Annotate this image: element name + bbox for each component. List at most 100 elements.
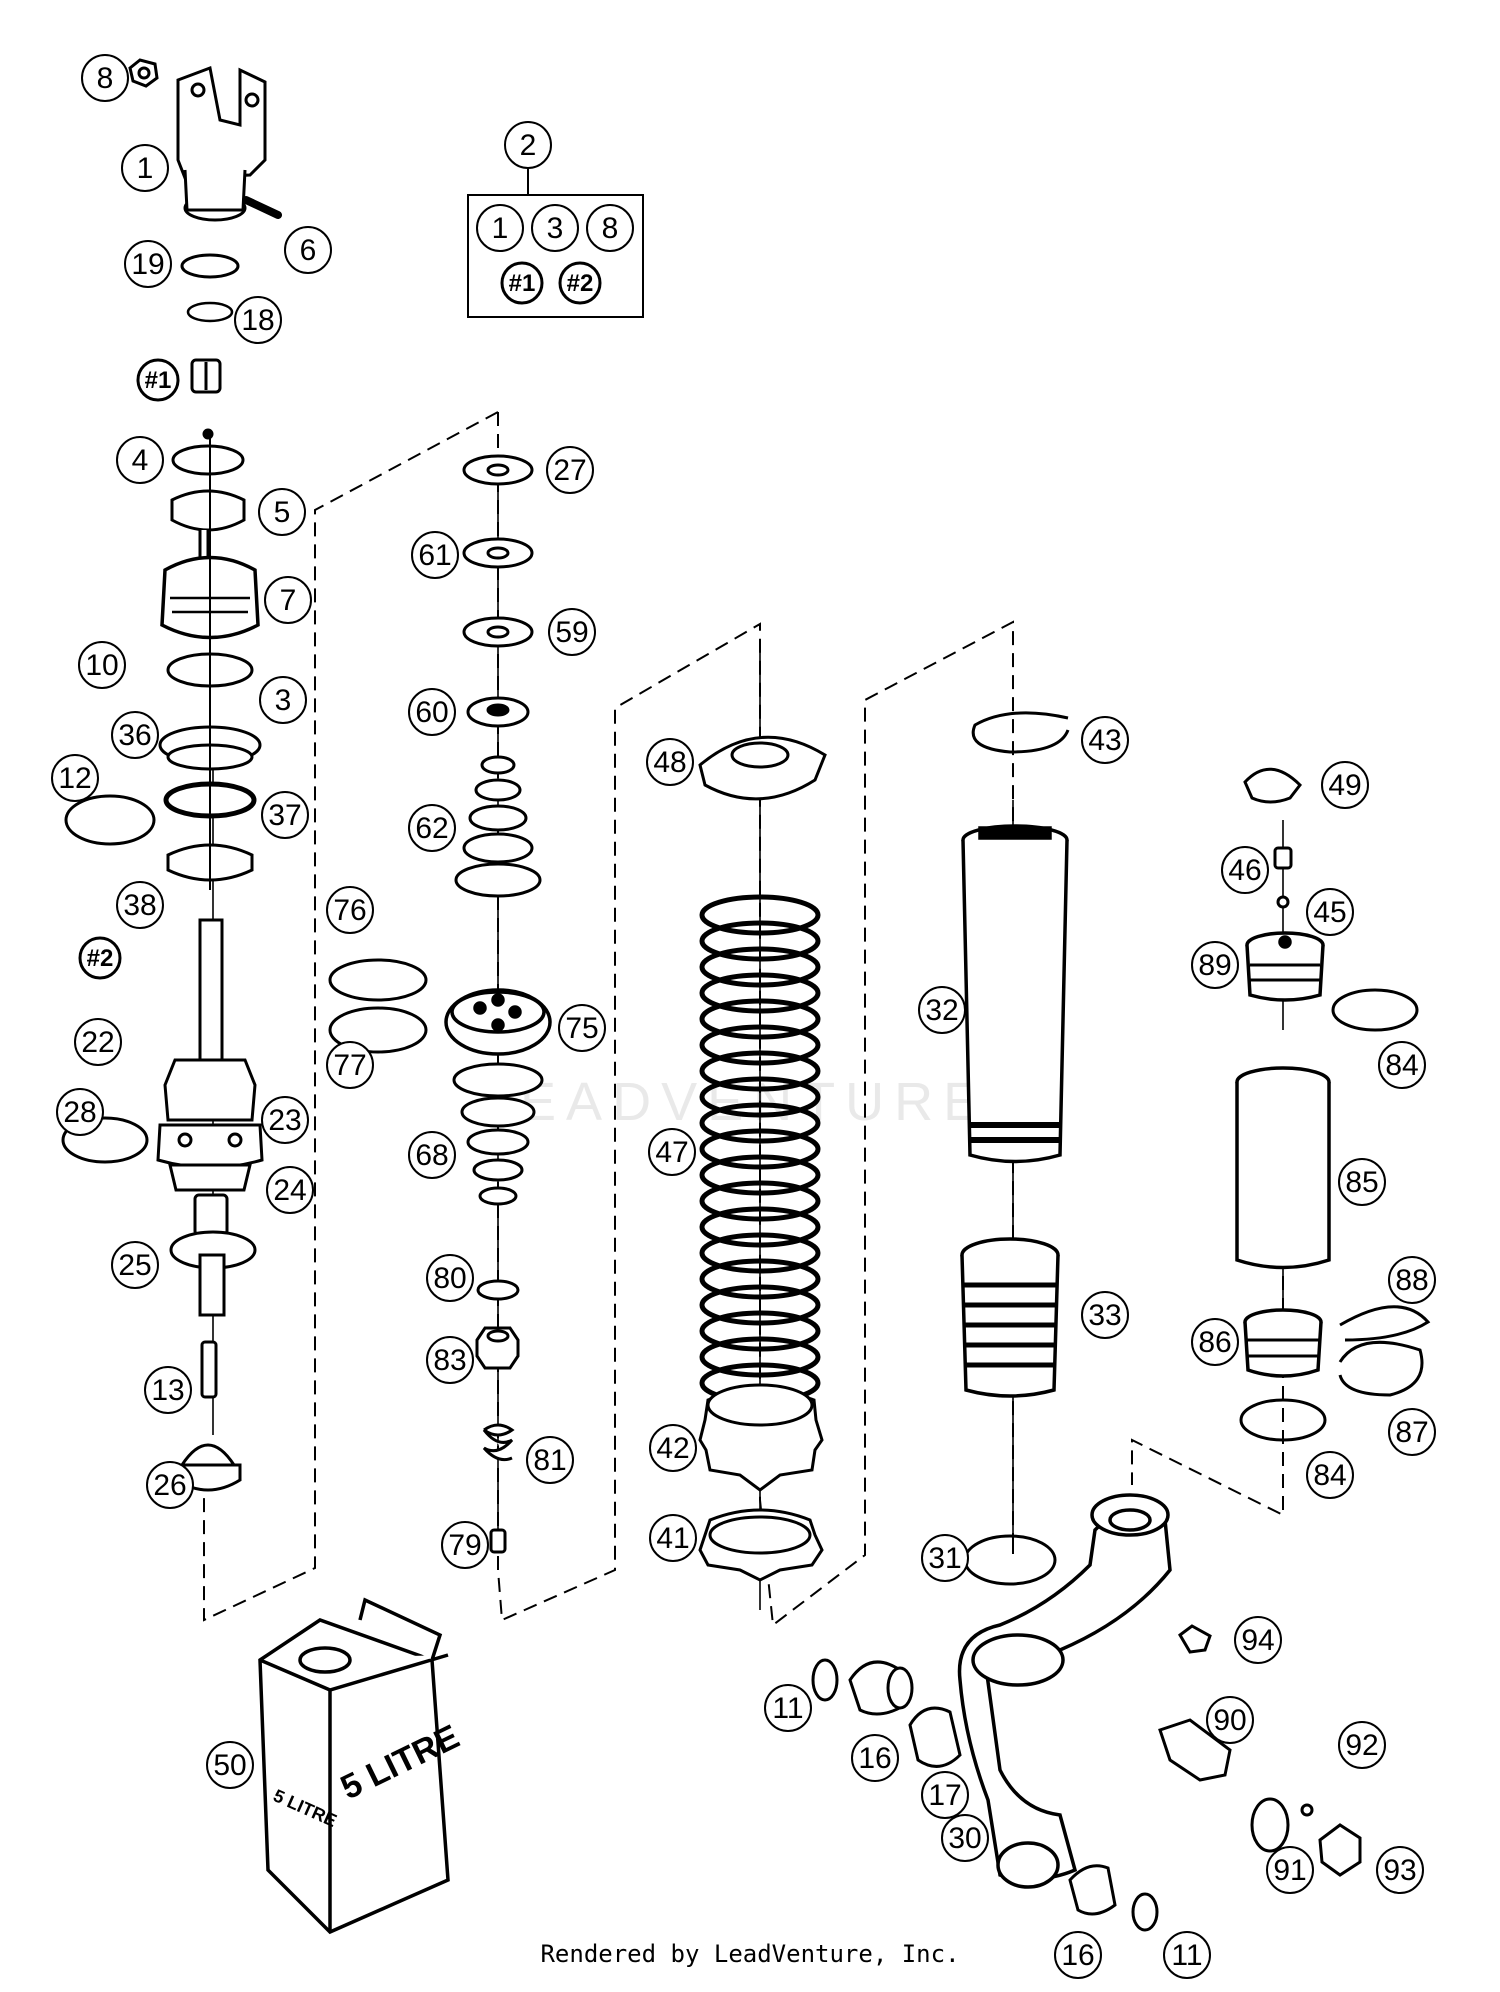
callout-c11a: 11 — [764, 1684, 812, 1732]
callout-number: 1 — [137, 152, 154, 185]
spring-coil — [699, 1258, 821, 1300]
callout-c16a: 16 — [851, 1734, 899, 1782]
callout-c42: 42 — [649, 1424, 697, 1472]
callout-c75: 75 — [558, 1004, 606, 1052]
callout-number: 3 — [275, 684, 292, 717]
callout-c47: 47 — [648, 1128, 696, 1176]
circlip-12 — [64, 794, 156, 846]
callout-circle — [136, 358, 180, 402]
callout-number: 27 — [553, 454, 586, 487]
callout-c59: 59 — [548, 608, 596, 656]
callout-number: 3 — [547, 212, 564, 245]
spring-coil — [699, 946, 821, 988]
callout-number: 8 — [97, 62, 114, 95]
spring-coil — [699, 1024, 821, 1066]
callout-c3: 3 — [259, 676, 307, 724]
callout-number: 50 — [213, 1749, 246, 1782]
callout-circle — [121, 144, 169, 192]
callout-c83: 83 — [426, 1336, 474, 1384]
callout-number: 32 — [925, 994, 958, 1027]
callout-circle — [1388, 1408, 1436, 1456]
spring-coil — [699, 1180, 821, 1222]
callout-c87: 87 — [1388, 1408, 1436, 1456]
callout-c92: 92 — [1338, 1721, 1386, 1769]
callout-number: 38 — [123, 889, 156, 922]
spring-coil — [699, 1336, 821, 1378]
callout-number: 43 — [1088, 724, 1121, 757]
o-ring-19 — [180, 253, 240, 279]
callout-c90: 90 — [1206, 1696, 1254, 1744]
callout-number: 92 — [1345, 1729, 1378, 1762]
callout-c12: 12 — [51, 754, 99, 802]
callout-number: 49 — [1328, 769, 1361, 802]
callout-circle — [586, 204, 634, 252]
callout-kit1: 1 — [476, 204, 524, 252]
cylinder-32 — [961, 824, 1069, 1164]
callout-circle — [764, 1684, 812, 1732]
callout-number: #1 — [509, 270, 536, 297]
callout-number: 30 — [948, 1822, 981, 1855]
callout-kit8: 8 — [586, 204, 634, 252]
spring-coil — [699, 1128, 821, 1170]
callout-number: 46 — [1228, 854, 1261, 887]
callout-c60: 60 — [408, 688, 456, 736]
callout-c11b: 11 — [1163, 1931, 1211, 1979]
callout-circle — [266, 1166, 314, 1214]
nut-small-8 — [128, 58, 159, 88]
callout-circle — [408, 1131, 456, 1179]
callout-number: 75 — [565, 1012, 598, 1045]
callout-circle — [74, 1018, 122, 1066]
callout-circle — [144, 1366, 192, 1414]
callout-circle — [921, 1771, 969, 1819]
callout-c31: 31 — [921, 1534, 969, 1582]
callout-number: #2 — [567, 270, 594, 297]
callout-number: 11 — [1171, 1939, 1202, 1972]
callout-number: 37 — [268, 799, 301, 832]
callout-c94: 94 — [1234, 1616, 1282, 1664]
shim-stack-upper — [454, 454, 542, 898]
callout-c86: 86 — [1191, 1318, 1239, 1366]
callout-c27: 27 — [546, 446, 594, 494]
callout-circle — [1191, 1318, 1239, 1366]
callout-number: 6 — [300, 234, 317, 267]
callout-c62: 62 — [408, 804, 456, 852]
shim-stack-lower — [452, 1062, 544, 1554]
callout-number: 88 — [1395, 1264, 1428, 1297]
callout-circle — [1321, 761, 1369, 809]
callout-c24: 24 — [266, 1166, 314, 1214]
bushing-1 — [190, 358, 222, 394]
callout-circle — [1388, 1256, 1436, 1304]
callout-number: 87 — [1395, 1416, 1428, 1449]
spring-coil — [699, 1154, 821, 1196]
callout-number: 86 — [1198, 1326, 1231, 1359]
callout-circle — [261, 791, 309, 839]
callout-circle — [500, 261, 544, 305]
piston-rod-assembly — [156, 918, 264, 1317]
callout-circle — [284, 226, 332, 274]
callout-circle — [646, 738, 694, 786]
callout-c80: 80 — [426, 1254, 474, 1302]
spring-coil — [699, 1284, 821, 1326]
callout-number: 83 — [433, 1344, 466, 1377]
spring-coil — [699, 972, 821, 1014]
callout-c33: 33 — [1081, 1291, 1129, 1339]
callout-circle — [259, 676, 307, 724]
callout-kits2: #2 — [558, 261, 602, 305]
callout-circle — [1163, 1931, 1211, 1979]
callout-circle — [921, 1534, 969, 1582]
callout-c19: 19 — [124, 240, 172, 288]
callout-c6: 6 — [284, 226, 332, 274]
callout-c46: 46 — [1221, 846, 1269, 894]
callout-number: 25 — [118, 1249, 151, 1282]
callout-number: 79 — [448, 1529, 481, 1562]
callout-number: 90 — [1213, 1704, 1246, 1737]
piston-ring-76-77 — [328, 958, 428, 1054]
callout-c37: 37 — [261, 791, 309, 839]
callout-number: 93 — [1383, 1854, 1416, 1887]
callout-circle — [1081, 716, 1129, 764]
callout-c1: 1 — [121, 144, 169, 192]
callout-c5: 5 — [258, 488, 306, 536]
callout-c93: 93 — [1376, 1846, 1424, 1894]
callout-circle — [408, 804, 456, 852]
